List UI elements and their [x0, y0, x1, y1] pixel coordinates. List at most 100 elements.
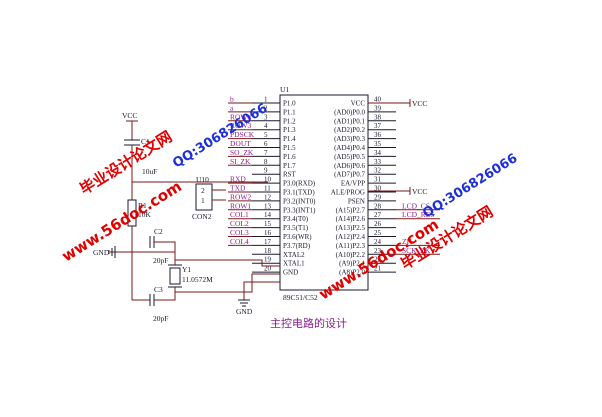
y1-crystal-symbol [169, 267, 181, 285]
mcu-left-pin-number: 5 [264, 131, 268, 139]
mcu-model: 89C51/C52 [283, 293, 318, 302]
gnd-label-bottom: GND [236, 307, 253, 316]
mcu-right-pin-number: 26 [374, 220, 382, 228]
mcu-left-pin-name: P3.4(T0) [283, 215, 309, 223]
mcu-right-pin-name: (A11)P2.3 [336, 242, 366, 250]
u10-pin1: 1 [201, 196, 205, 205]
mcu-left-pin-number: 16 [264, 229, 272, 237]
c1-value: 10uF [142, 167, 157, 176]
mcu-left-pin-name: P1.5 [283, 144, 296, 152]
mcu-right-pin-name: PSEN [348, 197, 365, 205]
c3-ground-wire [131, 252, 150, 301]
watermark-qq-right: QQ:306826066 [420, 151, 520, 221]
left-net-labels: baROW4ROW3PDSCKDOUTSO_ZKSI_ZKRXDTXDROW2R… [228, 95, 255, 246]
mcu-left-pin-number: 9 [264, 167, 268, 175]
mcu-right-pin-number: 37 [374, 122, 382, 130]
vcc-label-pin31: VCC [412, 187, 427, 196]
vcc-label-pin40: VCC [412, 99, 427, 108]
r1-value: 10K [138, 210, 152, 219]
mcu-right-pin-name: (A13)P2.5 [336, 224, 366, 232]
mcu-left-pin-name: P3.7(RD) [283, 242, 311, 250]
mcu-left-pin-number: 15 [264, 220, 272, 228]
mcu-right-pin-name: (A15)P2.7 [336, 206, 366, 214]
gnd-pin20-wire [243, 281, 280, 300]
mcu-ref: U1 [280, 85, 289, 94]
mcu-left-pin-name: P1.0 [283, 100, 296, 108]
mcu-left-pin-name: P1.3 [283, 126, 296, 134]
mcu-right-pin-number: 39 [374, 104, 382, 112]
mcu-left-pin-name: P3.5(T1) [283, 224, 309, 232]
mcu-right-pin-name: (A14)P2.6 [336, 215, 366, 223]
left-net-label: COL4 [230, 237, 249, 246]
gnd-rail-wire [110, 226, 175, 253]
mcu-right-pin-number: 34 [374, 149, 382, 157]
vcc-pin40-wire [368, 99, 411, 107]
mcu-right-pin-name: (A10)P2.2 [336, 251, 366, 259]
mcu-right-pin-name: VCC [351, 100, 366, 108]
vcc-label-reset: VCC [122, 111, 137, 120]
mcu-left-pin-number: 19 [264, 256, 272, 264]
left-net-label: a [230, 103, 234, 112]
watermark-qq-left: QQ:306826066 [170, 101, 270, 171]
c2-value: 20pF [153, 256, 168, 265]
mcu-right-pin-name: (AD3)P0.3 [334, 135, 365, 143]
mcu-left-pin-number: 2 [264, 104, 268, 112]
left-net-label: ROW1 [230, 201, 251, 210]
left-net-label: TXD [230, 184, 246, 193]
u10-ref: U10 [196, 175, 209, 184]
mcu-left-pin-number: 11 [264, 185, 271, 193]
mcu-right-pin-name: (AD7)P0.7 [334, 171, 365, 179]
c1-ref: C1 [141, 137, 150, 146]
mcu-right-pin-number: 40 [374, 96, 382, 104]
mcu-left-pin-number: 1 [264, 96, 268, 104]
mcu-right-pin-name: (AD4)P0.4 [334, 144, 365, 152]
c3-ref: C3 [154, 285, 163, 294]
mcu-right-pin-name: (A8)P2.0 [339, 269, 365, 277]
mcu-left-pin-name: XTAL1 [283, 260, 305, 268]
mcu-right-pin-number: 38 [374, 113, 382, 121]
mcu-left-pin-name: P1.6 [283, 153, 296, 161]
mcu-left-pin-number: 17 [264, 238, 272, 246]
mcu-right-pin-name: (AD6)P0.6 [334, 162, 365, 170]
y1-value: 11.0572M [182, 275, 213, 284]
mcu-left-pin-name: P3.1(TXD) [283, 189, 315, 197]
mcu-right-pin-name: (A12)P2.4 [336, 233, 366, 241]
mcu-right-pin-number: 33 [374, 158, 382, 166]
left-net-label: COL2 [230, 219, 249, 228]
mcu-left-pin-name: P1.7 [283, 162, 296, 170]
left-net-label: PDSCK [230, 130, 255, 139]
left-net-label: ROW3 [230, 121, 251, 130]
u10-wires [212, 189, 226, 201]
c2-capacitor-symbol [149, 236, 155, 248]
mcu-left-pin-name: P1.4 [283, 135, 296, 143]
left-net-label: ROW2 [230, 192, 251, 201]
mcu-left-pin-name: RST [283, 171, 297, 179]
mcu-left-pin-number: 3 [264, 113, 268, 121]
left-net-label: RXD [230, 175, 246, 184]
xtal-wires [174, 252, 280, 293]
right-net-label: LCD_RES [402, 210, 435, 219]
gnd-bottom-symbol [238, 299, 250, 307]
mcu-left-pin-name: GND [283, 269, 298, 277]
mcu-right-pin-number: 29 [374, 193, 382, 201]
mcu-right-pin-number: 23 [374, 247, 382, 255]
mcu-right-pin-name: (AD5)P0.5 [334, 153, 365, 161]
c2-ref: C2 [154, 227, 163, 236]
gnd-label-left: GND [93, 248, 110, 257]
mcu-left-pin-number: 14 [264, 211, 272, 219]
left-net-label: ROW4 [230, 112, 251, 121]
left-net-label: COL1 [230, 210, 249, 219]
vcc-pin31-wire [368, 187, 411, 195]
u10-model: CON2 [192, 212, 212, 221]
c3-value: 20pF [153, 314, 168, 323]
mcu-left-pin-name: P1.1 [283, 108, 296, 116]
mcu-left-pin-number: 12 [264, 193, 272, 201]
mcu-right-pin-number: 25 [374, 229, 382, 237]
left-net-label: b [230, 95, 234, 104]
mcu-body [279, 94, 369, 291]
mcu-right-pin-number: 28 [374, 202, 382, 210]
mcu-left-pin-number: 18 [264, 247, 272, 255]
right-net-label: SCK_ZK [402, 246, 431, 255]
